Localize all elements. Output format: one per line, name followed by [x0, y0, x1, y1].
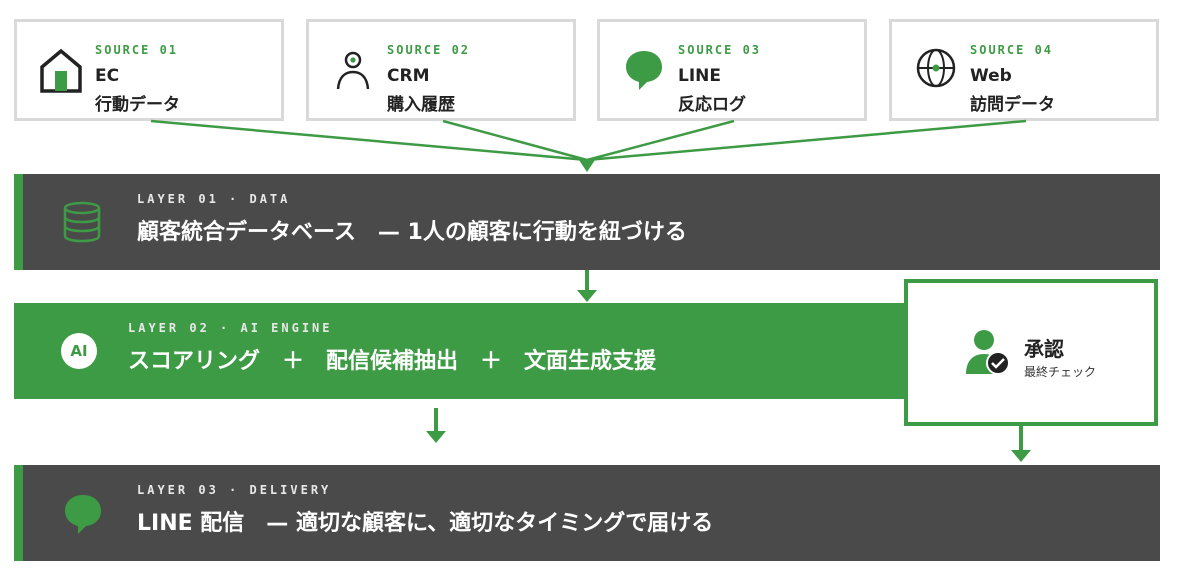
layer-tag: LAYER 02 · AI ENGINE	[128, 321, 333, 335]
connector-line	[150, 119, 588, 162]
layer-tag: LAYER 03 · DELIVERY	[137, 483, 332, 497]
connector-line	[586, 119, 735, 162]
arrow-shaft	[434, 408, 438, 433]
layer-title: 顧客統合データベース — 1人の顧客に行動を紐づける	[137, 220, 687, 245]
user-icon	[336, 51, 370, 90]
database-icon	[63, 201, 101, 243]
chat-bubble-icon	[626, 51, 662, 90]
approval-subtitle: 最終チェック	[1024, 365, 1097, 379]
arrow-head	[1011, 450, 1031, 462]
source-subtitle: 訪問データ	[970, 95, 1055, 115]
layer-data: LAYER 01 · DATA 顧客統合データベース — 1人の顧客に行動を紐づ…	[14, 174, 1160, 270]
ai-badge-label: AI	[70, 342, 88, 360]
arrow-head	[579, 160, 595, 172]
arrow-shaft	[1019, 426, 1023, 450]
source-tag: SOURCE 02	[387, 43, 471, 57]
source-card-ec: SOURCE 01 EC 行動データ	[14, 19, 284, 121]
source-tag: SOURCE 03	[678, 43, 762, 57]
source-subtitle: 行動データ	[95, 95, 180, 115]
layer-title: スコアリング ＋ 配信候補抽出 ＋ 文面生成支援	[128, 349, 657, 374]
globe-icon	[916, 48, 956, 88]
source-name: EC	[95, 66, 120, 86]
source-tag: SOURCE 01	[95, 43, 179, 57]
source-card-web: SOURCE 04 Web 訪問データ	[889, 19, 1159, 121]
approval-title: 承認	[1024, 337, 1064, 361]
source-subtitle: 反応ログ	[678, 95, 746, 115]
approval-box: 承認 最終チェック	[904, 279, 1158, 426]
source-tag: SOURCE 04	[970, 43, 1054, 57]
connector-line	[586, 119, 1027, 162]
arrow-head	[426, 431, 446, 443]
arrow-shaft	[585, 270, 589, 290]
store-icon	[40, 48, 82, 93]
source-card-line: SOURCE 03 LINE 反応ログ	[597, 19, 867, 121]
chat-bubble-icon	[65, 495, 101, 534]
source-name: Web	[970, 66, 1012, 86]
layer-title: LINE 配信 — 適切な顧客に、適切なタイミングで届ける	[137, 511, 714, 536]
user-check-icon	[966, 330, 1010, 375]
ai-badge-icon: AI	[61, 333, 97, 369]
source-name: LINE	[678, 66, 721, 86]
source-subtitle: 購入履歴	[387, 95, 455, 115]
source-name: CRM	[387, 66, 430, 86]
arrow-head	[577, 290, 597, 302]
layer-ai-engine: AI LAYER 02 · AI ENGINE スコアリング ＋ 配信候補抽出 …	[14, 303, 906, 399]
layer-tag: LAYER 01 · DATA	[137, 192, 291, 206]
source-card-crm: SOURCE 02 CRM 購入履歴	[306, 19, 576, 121]
layer-delivery: LAYER 03 · DELIVERY LINE 配信 — 適切な顧客に、適切な…	[14, 465, 1160, 561]
connector-line	[442, 119, 588, 162]
